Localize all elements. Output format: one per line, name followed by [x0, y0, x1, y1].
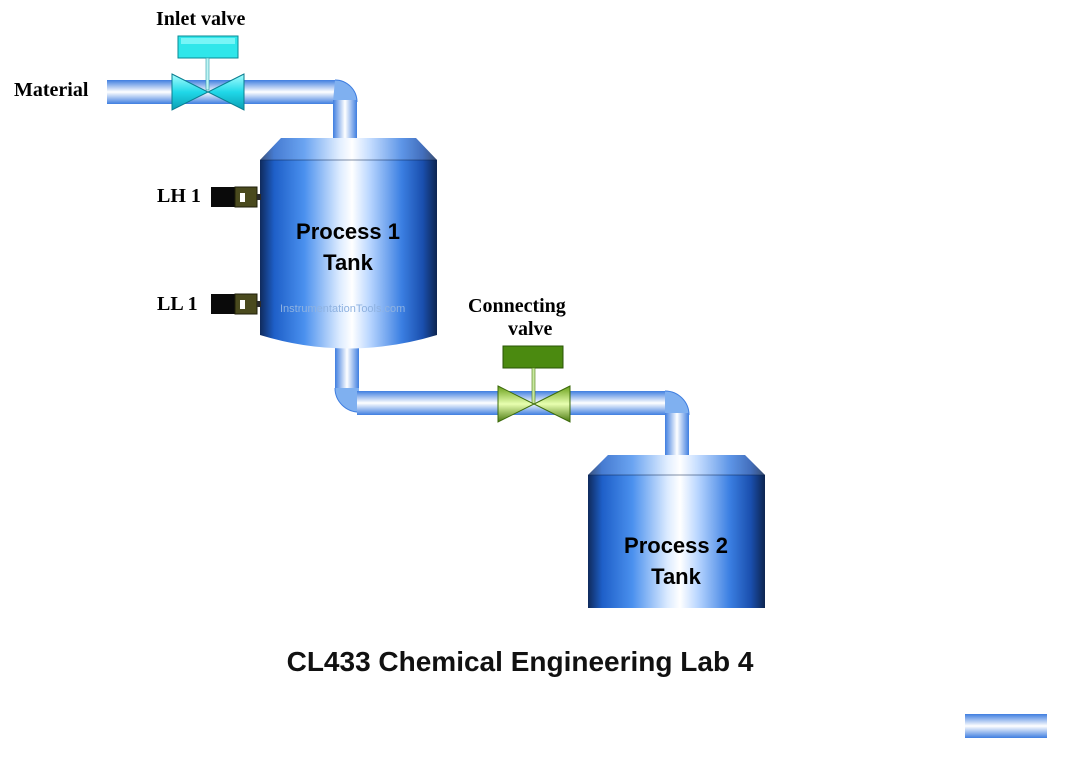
process-1-tank-label-line2: Tank	[323, 250, 373, 275]
process-2-tank-label-line1: Process 2	[624, 533, 728, 558]
process-2-tank-label: Process 2 Tank	[596, 530, 756, 592]
process-2-tank-label-line2: Tank	[651, 564, 701, 589]
inlet-valve[interactable]	[171, 35, 245, 111]
process-2-tank[interactable]	[588, 455, 765, 608]
process-1-tank-label: Process 1 Tank	[268, 216, 428, 278]
ll1-label: LL 1	[157, 293, 198, 315]
inlet-pipe	[107, 79, 358, 140]
process-1-tank[interactable]	[260, 138, 437, 349]
ll1-level-switch[interactable]	[211, 293, 261, 315]
pipe-legend-swatch	[965, 714, 1047, 738]
material-label: Material	[14, 79, 89, 101]
lh1-level-switch[interactable]	[211, 186, 261, 208]
watermark: InstrumentationTools.com	[280, 303, 406, 315]
lh1-label: LH 1	[157, 185, 201, 207]
connecting-valve-label-line2: valve	[508, 318, 553, 340]
connecting-valve[interactable]	[497, 345, 571, 423]
connecting-valve-label-line1: Connecting	[468, 295, 566, 317]
page-title: CL433 Chemical Engineering Lab 4	[286, 646, 754, 677]
process-1-tank-label-line1: Process 1	[296, 219, 400, 244]
inlet-valve-label: Inlet valve	[156, 8, 246, 30]
